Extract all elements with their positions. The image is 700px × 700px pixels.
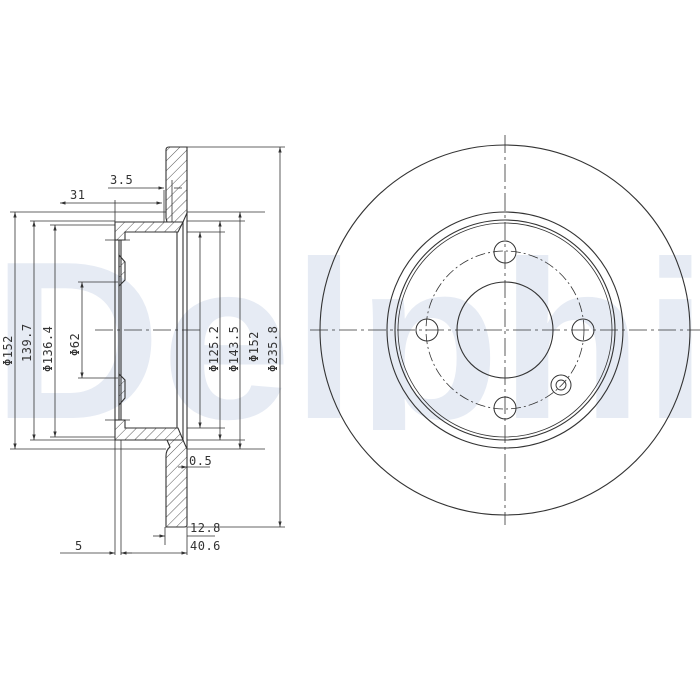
dim-d62: Φ62 bbox=[68, 333, 82, 356]
dim-d235-8: Φ235.8 bbox=[266, 326, 280, 372]
dim-3-5: 3.5 bbox=[110, 173, 133, 187]
dim-31: 31 bbox=[70, 188, 85, 202]
dim-5: 5 bbox=[75, 539, 83, 553]
locating-hole-outer bbox=[550, 374, 572, 396]
dim-40-6: 40.6 bbox=[190, 539, 221, 553]
cross-section-view bbox=[114, 146, 188, 528]
dim-0-5: 0.5 bbox=[189, 454, 212, 468]
dim-12-8: 12.8 bbox=[190, 521, 221, 535]
front-view bbox=[310, 135, 700, 525]
locating-hole-inner bbox=[555, 379, 567, 391]
dim-d125-2: Φ125.2 bbox=[207, 326, 221, 372]
horizontal-dimension-lines bbox=[59, 186, 215, 555]
dim-139-7: 139.7 bbox=[20, 323, 34, 362]
friction-ring-section bbox=[165, 146, 188, 223]
dim-d152-right: Φ152 bbox=[247, 331, 261, 362]
extension-lines bbox=[10, 146, 285, 555]
dim-d143-5: Φ143.5 bbox=[227, 326, 241, 372]
left-dimension-lines bbox=[13, 212, 84, 449]
dim-d136-4: Φ136.4 bbox=[41, 326, 55, 372]
friction-ring-section-lower bbox=[165, 439, 188, 528]
dimension-labels: 3.5 31 0.5 12.8 40.6 5 Φ152 139.7 Φ136.4… bbox=[1, 173, 280, 553]
hat-bottom-wall bbox=[114, 419, 184, 441]
dim-d152-left: Φ152 bbox=[1, 335, 15, 366]
right-dimension-lines bbox=[198, 147, 282, 527]
hat-top-wall bbox=[114, 221, 184, 241]
